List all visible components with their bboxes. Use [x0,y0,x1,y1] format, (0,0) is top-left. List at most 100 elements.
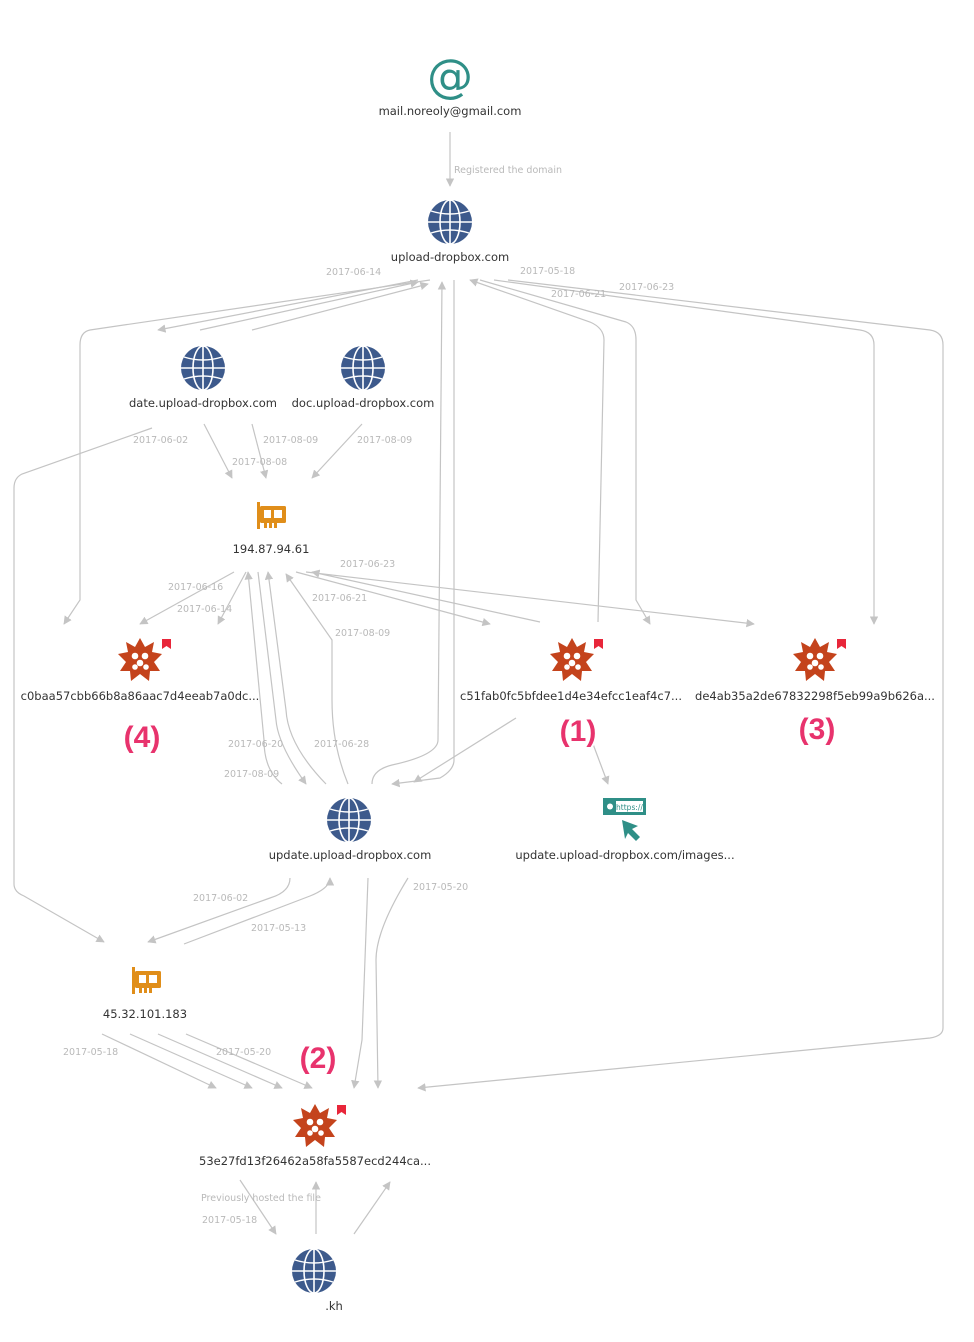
edge-update-to-ip1-a [244,571,283,785]
edge-update-to-malware2-a [351,877,369,1089]
flag-icon [594,639,603,649]
flag-icon [837,639,846,649]
malware-virus-icon [793,638,837,681]
node-label-url: update.upload-dropbox.com/images... [515,848,734,862]
edge-label: 2017-05-13 [251,923,306,934]
node-date-upload-dropbox[interactable]: date.upload-dropbox.com [129,345,277,410]
edge-update-to-malware2-b [373,877,409,1089]
edge-label: 2017-05-18 [520,266,575,277]
node-malware-53e27[interactable]: 53e27fd13f26462a58fa5587ecd244ca... [199,1104,431,1168]
node-ip-45[interactable]: 45.32.101.183 [103,967,187,1021]
edge-label-registered: Registered the domain [454,165,562,176]
node-label-email: mail.noreoly@gmail.com [379,104,522,118]
flag-icon [337,1105,346,1115]
edge-date-to-ip1 [203,423,233,479]
node-email[interactable]: @ mail.noreoly@gmail.com [379,49,522,118]
edge-ip1-to-malware3 [305,571,755,628]
email-at-icon: @ [427,49,473,103]
edge-label: 2017-08-09 [357,435,412,446]
malware-virus-icon [550,638,594,681]
edge-date-to-ip2 [13,427,153,943]
edge-label: 2017-06-28 [314,739,369,750]
edge-label: 2017-06-14 [177,604,232,615]
node-update-upload-dropbox[interactable]: update.upload-dropbox.com [269,797,432,862]
edge-malware1-to-upload [469,278,605,623]
edge-ip2-to-malware2-b [129,1033,253,1089]
edge-label: 2017-06-14 [326,267,381,278]
edge-update-to-upload [371,281,447,785]
edge-label: 2017-06-21 [551,289,606,300]
edge-label: 2017-06-23 [340,559,395,570]
edge-label: 2017-06-02 [193,893,248,904]
node-label-malware3: de4ab35a2de67832298f5eb99a9b626a... [695,689,935,703]
node-label-doc: doc.upload-dropbox.com [292,396,435,410]
node-malware-de4ab[interactable]: de4ab35a2de67832298f5eb99a9b626a... [695,638,935,703]
edge-date-to-ip1-b [251,423,269,479]
edge-labels: Registered the domain 2017-06-14 2017-05… [63,165,674,1226]
domain-globe-icon [427,199,473,245]
node-url-update[interactable]: https:// update.upload-dropbox.com/image… [515,798,735,862]
edge-date-to-upload-b [251,281,429,331]
edge-doc-to-ip1 [311,423,363,479]
node-label-date: date.upload-dropbox.com [129,396,277,410]
edge-label: 2017-06-16 [168,582,223,593]
node-upload-dropbox[interactable]: upload-dropbox.com [391,199,509,264]
domain-globe-icon [291,1248,337,1294]
edge-label: 2017-08-09 [263,435,318,446]
edge-ip2-to-malware2-c [157,1033,283,1089]
edge-malware2-to-kh [239,1179,277,1235]
edge-upload-to-malware2 [417,279,944,1092]
graph-edges [13,132,944,1235]
edge-ip1-to-malware4 [139,571,235,625]
edge-label: 2017-05-20 [413,882,468,893]
edge-label: 2017-06-20 [228,739,283,750]
edge-label-hosted: Previously hosted the file [201,1193,321,1204]
domain-globe-icon [326,797,372,843]
domain-globe-icon [180,345,226,391]
edge-update-to-ip2 [147,877,291,944]
ip-network-card-icon [132,967,161,994]
node-label-ip1: 194.87.94.61 [233,542,310,556]
node-kh[interactable]: .kh [291,1248,343,1313]
edge-upload-to-malware3 [493,279,879,625]
edge-ip1-to-malware1 [295,571,491,627]
node-label-ip2: 45.32.101.183 [103,1007,187,1021]
edge-ip1-to-malware4-b [217,571,247,625]
malware-virus-icon [118,638,162,681]
node-label-update: update.upload-dropbox.com [269,848,432,862]
edge-upload-to-malware1 [479,279,651,625]
edge-ip1-to-update-a [257,571,307,785]
node-ip-194[interactable]: 194.87.94.61 [233,502,310,556]
edge-update-to-ip1-b [264,571,327,785]
edge-label: 2017-05-18 [202,1215,257,1226]
malware-virus-icon [293,1104,337,1147]
edge-label: 2017-06-21 [312,593,367,604]
edge-upload-to-update-a [391,280,455,788]
annotation-marker-1: (1) [560,715,597,748]
url-https-text: https:// [616,803,643,812]
edge-malware1-to-update [413,717,517,783]
flag-icon [162,639,171,649]
node-label-malware4: c0baa57cbb66b8a86aac7d4eeab7a0dc... [21,689,260,703]
node-label-upload: upload-dropbox.com [391,250,509,264]
edge-label: 2017-06-23 [619,282,674,293]
edge-label: 2017-08-09 [335,628,390,639]
edge-ip2-to-malware2-d [185,1033,313,1089]
node-malware-c0baa[interactable]: c0baa57cbb66b8a86aac7d4eeab7a0dc... [21,638,260,703]
edge-kh-to-malware2-b [353,1181,391,1235]
edge-label: 2017-05-18 [63,1047,118,1058]
annotation-marker-2: (2) [300,1042,337,1075]
edge-upload-to-malware4 [63,279,431,625]
ip-network-card-icon [257,502,286,529]
node-doc-upload-dropbox[interactable]: doc.upload-dropbox.com [292,345,435,410]
edge-date-to-upload-a [199,279,419,331]
node-label-kh: .kh [325,1299,343,1313]
node-malware-c51fa[interactable]: c51fab0fc5bfdee1d4e34efcc1eaf4c7... [460,638,682,703]
edge-ip2-to-update [183,877,335,945]
edge-malware1-to-url [589,735,610,785]
edge-label: 2017-06-02 [133,435,188,446]
edge-label: 2017-08-08 [232,457,287,468]
node-label-malware2: 53e27fd13f26462a58fa5587ecd244ca... [199,1154,431,1168]
edge-update-to-ip1-c [285,573,349,785]
